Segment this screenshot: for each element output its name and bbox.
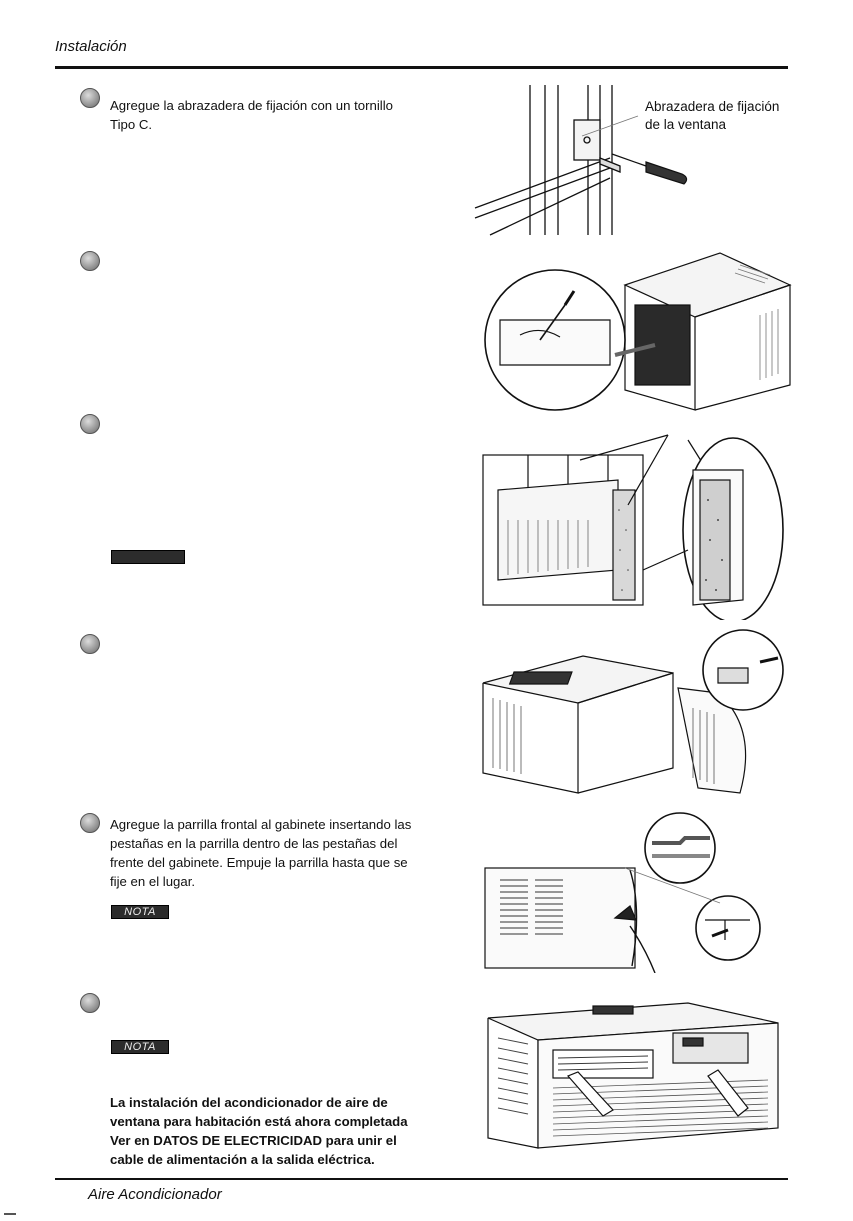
completion-line-4: cable de alimentación a la salida eléctr…: [110, 1152, 375, 1167]
step-1-bullet: [80, 88, 100, 108]
figure-cabinet-screw: [484, 252, 792, 411]
step-5-line-2: pestañas en la parrilla dentro de las pe…: [110, 836, 398, 851]
step-5-line-3: frente del gabinete. Empuje la parrilla …: [110, 855, 408, 870]
step-5-text: Agregue la parrilla frontal al gabinete …: [110, 815, 440, 891]
step-5-note-label: NOTA: [111, 905, 169, 919]
page-corner-mark: [4, 1213, 16, 1215]
figure-open-panel: [482, 629, 784, 794]
step-6-note-label: NOTA: [111, 1040, 169, 1054]
step-5-bullet: [80, 813, 100, 833]
step-5-line-4: fije en el lugar.: [110, 874, 196, 889]
completion-text: La instalación del acondicionador de air…: [110, 1093, 445, 1169]
step-6-bullet: [80, 993, 100, 1013]
header-rule: [55, 66, 788, 69]
callout-line-1: Abrazadera de fijación: [645, 99, 780, 114]
completion-line-3: Ver en DATOS DE ELECTRICIDAD para unir e…: [110, 1133, 397, 1148]
figure-window-bracket: [474, 85, 688, 236]
step-1-text: Agregue la abrazadera de fijación con un…: [110, 96, 440, 134]
step-1-line-2: Tipo C.: [110, 117, 153, 132]
step-3-bullet: [80, 414, 100, 434]
completion-line-2: ventana para habitación está ahora compl…: [110, 1114, 408, 1129]
footer-rule: [55, 1178, 788, 1180]
step-2-bullet: [80, 251, 100, 271]
step-4-bullet: [80, 634, 100, 654]
page-footer-title: Aire Acondicionador: [88, 1186, 222, 1203]
callout-window-bracket: Abrazadera de fijación de la ventana: [645, 98, 779, 134]
step-3-note-label: [111, 550, 185, 564]
completion-line-1: La instalación del acondicionador de air…: [110, 1095, 388, 1110]
page-header-title: Instalación: [55, 38, 127, 55]
figure-attach-grille: [484, 812, 761, 973]
figure-completed-unit: [487, 1002, 779, 1149]
callout-line-2: de la ventana: [645, 117, 727, 132]
step-1-line-1: Agregue la abrazadera de fijación con un…: [110, 98, 393, 113]
figure-foam-panel: [482, 434, 784, 620]
step-5-line-1: Agregue la parrilla frontal al gabinete …: [110, 817, 412, 832]
